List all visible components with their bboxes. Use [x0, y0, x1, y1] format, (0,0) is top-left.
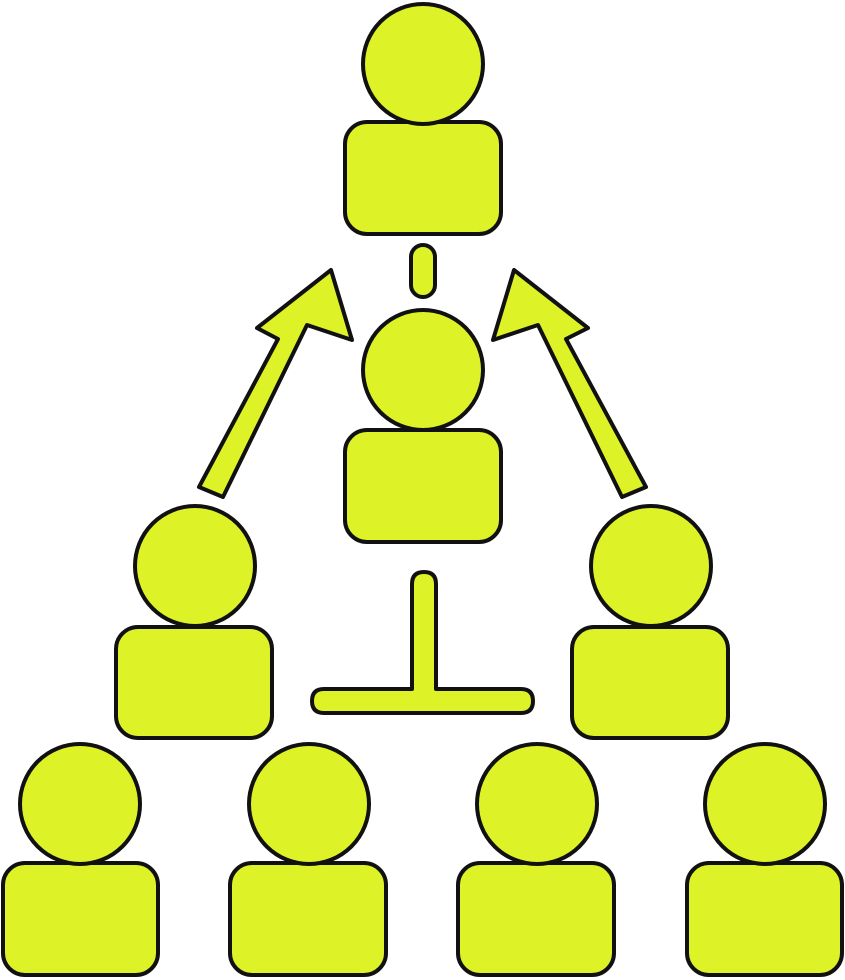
- connector-vertical-top: [409, 243, 437, 299]
- person-icon-bottom-2: [228, 742, 388, 977]
- connector-t-shape: [310, 570, 535, 715]
- person-icon-middle: [343, 308, 503, 544]
- person-icon-left: [114, 504, 274, 740]
- arrow-up-left-icon: [197, 268, 354, 499]
- person-icon-bottom-1: [1, 742, 160, 977]
- person-icon-top: [343, 2, 503, 236]
- arrow-up-right-icon: [491, 268, 648, 499]
- person-icon-bottom-3: [456, 742, 616, 977]
- person-icon-bottom-4: [685, 742, 844, 977]
- person-icon-right: [570, 504, 730, 740]
